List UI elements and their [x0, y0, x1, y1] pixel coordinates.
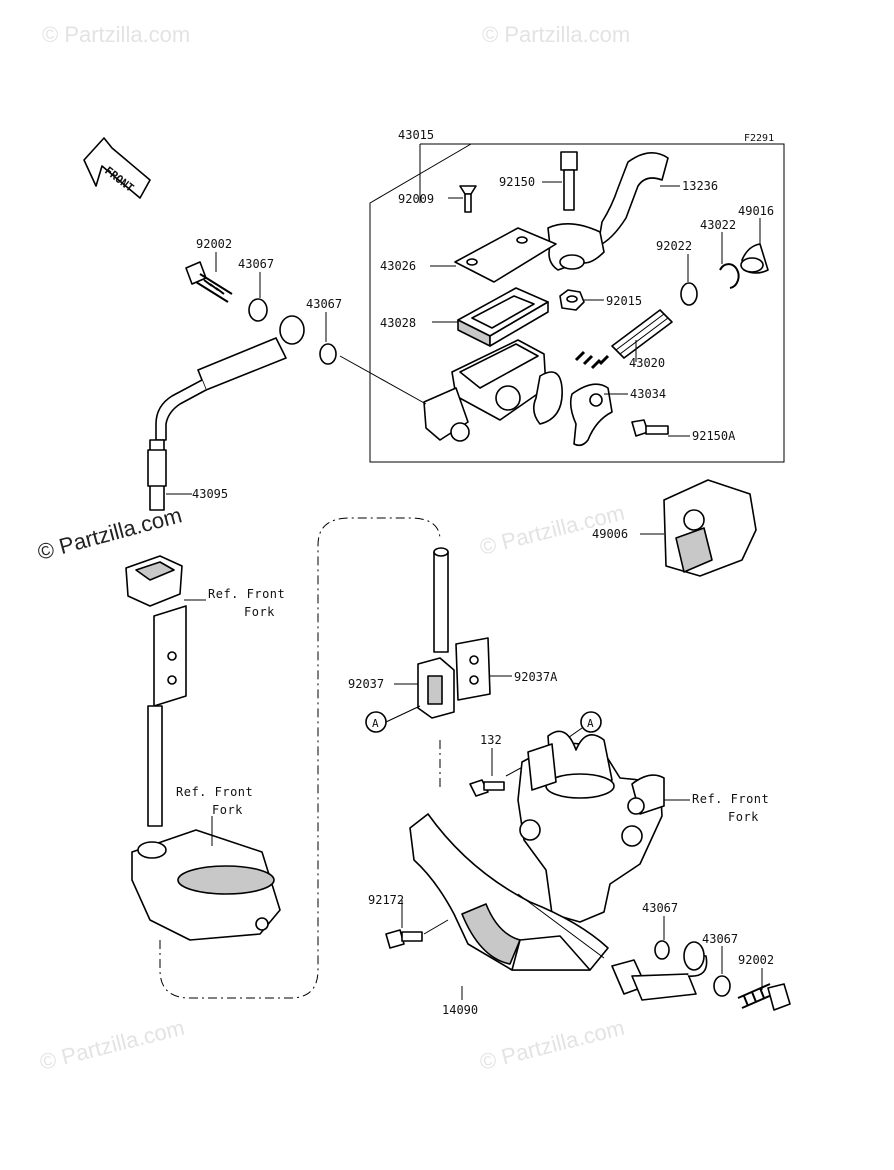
hose-lower-left	[147, 705, 163, 827]
label-43067-mid: 43067	[306, 297, 342, 311]
label-49006: 49006	[592, 527, 628, 541]
label-92015: 92015	[606, 294, 642, 308]
label-13236: 13236	[682, 179, 718, 193]
label-92037A: 92037A	[514, 670, 558, 684]
watermark-center: © Partzilla.com	[35, 502, 185, 565]
callout-a-right-text: A	[587, 717, 594, 730]
reservoir-cap-43026-icon	[454, 227, 557, 283]
bolt-92172-icon	[385, 929, 423, 949]
ref-front-fork-lower-left-line1: Ref. Front	[176, 785, 253, 799]
ref-front-fork-upper-line2: Fork	[244, 605, 275, 619]
hose-clamp-left-top-icon	[125, 555, 187, 707]
caliper-guard-14090-icon	[409, 813, 609, 971]
front-arrow-icon: FRONT	[83, 137, 151, 199]
label-43022: 43022	[700, 218, 736, 232]
banjo-bolt-92002-top-icon	[185, 261, 233, 303]
label-92002-top: 92002	[196, 237, 232, 251]
ref-front-fork-right-line1: Ref. Front	[692, 792, 769, 806]
watermark-top-right: © Partzilla.com	[482, 22, 630, 47]
callout-a-left: A	[365, 705, 421, 733]
label-132: 132	[480, 733, 502, 747]
hose-end-bottom-icon	[611, 941, 708, 1001]
watermark-bottom-right: © Partzilla.com	[477, 1015, 627, 1075]
label-43028: 43028	[380, 316, 416, 330]
piston-43020-icon	[574, 309, 673, 370]
watermark-top-left: © Partzilla.com	[42, 22, 190, 47]
label-92002-bot: 92002	[738, 953, 774, 967]
circlip-43022-icon	[719, 263, 740, 289]
diaphragm-43028-icon	[457, 287, 549, 347]
ref-front-fork-right: Ref. Front Fork	[692, 792, 769, 824]
hose-clamp-92037A-icon	[455, 637, 491, 701]
label-92150A: 92150A	[692, 429, 736, 443]
label-43067-bot1: 43067	[642, 901, 678, 915]
label-14090: 14090	[442, 1003, 478, 1017]
washer-43067-bot1-icon	[654, 940, 670, 960]
lever-13236-icon	[547, 152, 669, 271]
routing-dash-outline	[159, 517, 441, 999]
cap-49016-icon	[740, 243, 769, 274]
nut-92015-icon	[559, 289, 585, 311]
label-43034: 43034	[630, 387, 666, 401]
label-43067-bot2: 43067	[702, 932, 738, 946]
brake-caliper-icon	[517, 730, 665, 923]
callout-a-left-text: A	[372, 717, 379, 730]
clamp-43034-icon	[569, 383, 613, 447]
bolt-132-icon	[469, 779, 505, 797]
ref-front-fork-upper-line1: Ref. Front	[208, 587, 285, 601]
watermark-bottom-left: © Partzilla.com	[37, 1015, 187, 1075]
brake-hose-43095-icon	[147, 315, 305, 511]
hose-clamp-92037-icon	[417, 657, 455, 719]
label-92009: 92009	[398, 192, 434, 206]
bolt-92150-icon	[560, 151, 578, 211]
label-43095: 43095	[192, 487, 228, 501]
screw-92009-icon	[459, 185, 477, 213]
bolt-92150A-icon	[631, 419, 669, 437]
label-92172: 92172	[368, 893, 404, 907]
washer-43067-mid-icon	[319, 343, 337, 365]
fork-clamp-left-icon	[131, 829, 281, 941]
label-43015: 43015	[398, 128, 434, 142]
diagram-code: F2291	[744, 133, 774, 144]
ref-front-fork-right-line2: Fork	[728, 810, 759, 824]
banjo-bolt-92002-bot-icon	[737, 983, 791, 1011]
master-cylinder-body-icon	[423, 339, 563, 442]
washer-92022-icon	[680, 282, 698, 306]
guard-49006-icon	[663, 479, 757, 577]
ref-front-fork-upper: Ref. Front Fork	[208, 587, 285, 619]
label-43067-top: 43067	[238, 257, 274, 271]
label-92037: 92037	[348, 677, 384, 691]
label-92150: 92150	[499, 175, 535, 189]
label-92022: 92022	[656, 239, 692, 253]
washer-43067-top-icon	[248, 298, 268, 322]
ref-front-fork-lower-left-line2: Fork	[212, 803, 243, 817]
label-43026: 43026	[380, 259, 416, 273]
label-49016: 49016	[738, 204, 774, 218]
washer-43067-bot2-icon	[713, 975, 731, 997]
ref-front-fork-lower-left: Ref. Front Fork	[176, 785, 253, 817]
brake-hose-right-icon	[433, 547, 449, 653]
label-43020: 43020	[629, 356, 665, 370]
assembly-box	[369, 143, 785, 463]
